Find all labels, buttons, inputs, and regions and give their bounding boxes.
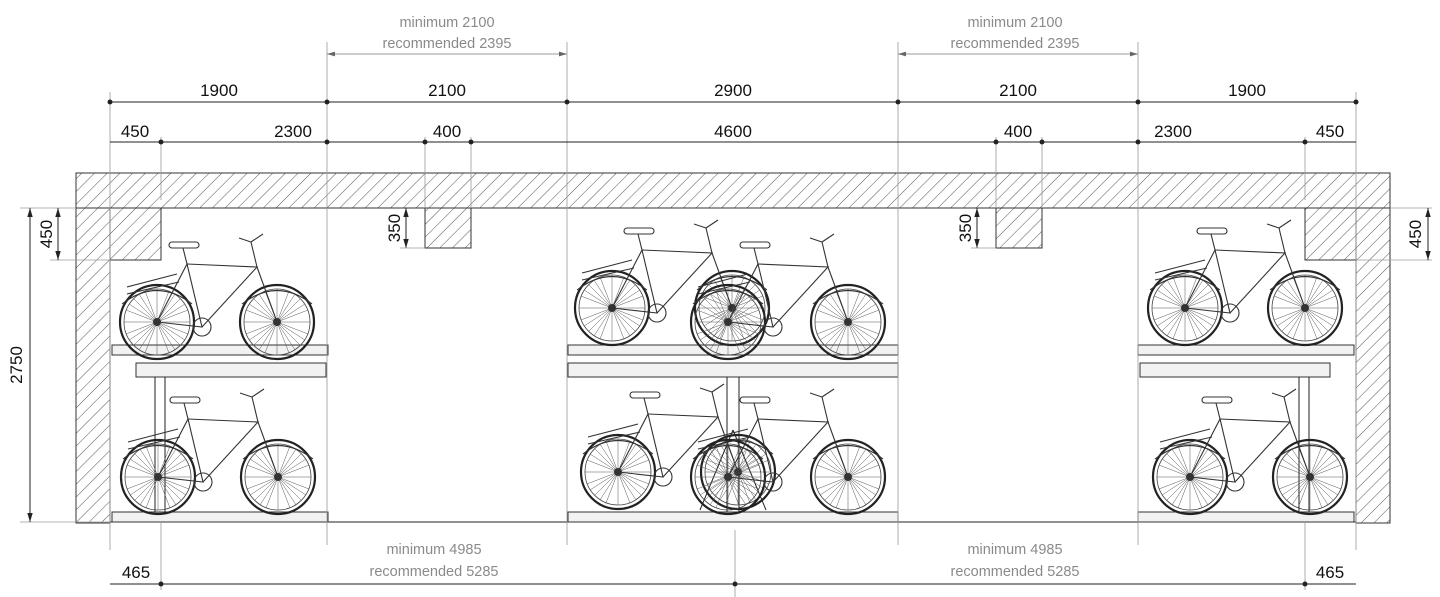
dim-left-400: 400: [433, 122, 461, 141]
top-left-rec-note: recommended 2395: [383, 36, 512, 52]
dim-vert-right-450: 450: [1406, 220, 1425, 248]
dim-row1-2: 2100: [428, 81, 466, 100]
dim-row1-4: 2100: [999, 81, 1037, 100]
bike-rack-center: [567, 220, 899, 523]
extension-lines: [20, 42, 1432, 597]
bottom-dimensions: 465 465 minimum 4985 recommended 5285 mi…: [110, 542, 1356, 587]
bottom-left-rec-note: recommended 5285: [370, 564, 499, 580]
right-wall: [1355, 207, 1391, 524]
dim-row1-3: 2900: [714, 81, 752, 100]
dim-beam-left-350: 350: [385, 214, 404, 242]
dim-vert-2750: 2750: [7, 346, 26, 384]
bottom-left-min-note: minimum 4985: [386, 542, 481, 558]
dim-row1-1: 1900: [200, 81, 238, 100]
dimension-row-2: 450 2300 400 4600 400 2300 450: [110, 122, 1356, 145]
dim-vert-left-450: 450: [37, 220, 56, 248]
dim-row1-5: 1900: [1228, 81, 1266, 100]
left-wall: [75, 207, 111, 524]
dim-bottom-left-465: 465: [122, 563, 150, 582]
bottom-right-rec-note: recommended 5285: [951, 564, 1080, 580]
bike-rack-right: [1137, 220, 1355, 523]
dim-right-400: 400: [1004, 122, 1032, 141]
vertical-dimensions: 450 2750 350 350 450: [7, 208, 1431, 522]
dim-left-2300: 2300: [274, 122, 312, 141]
right-downstand: [1304, 207, 1357, 261]
beam-right: [995, 207, 1043, 249]
dimension-row-1: 1900 2100 2900 2100 1900: [107, 81, 1359, 105]
dim-left-450: 450: [121, 122, 149, 141]
top-notes: minimum 2100 recommended 2395 minimum 21…: [327, 15, 1138, 57]
bottom-right-min-note: minimum 4985: [967, 542, 1062, 558]
dim-right-2300: 2300: [1154, 122, 1192, 141]
top-right-rec-note: recommended 2395: [951, 36, 1080, 52]
left-downstand: [109, 207, 162, 261]
ceiling-slab: [75, 172, 1391, 209]
top-right-min-note: minimum 2100: [967, 15, 1062, 31]
dim-beam-right-350: 350: [956, 214, 975, 242]
dim-bottom-right-465: 465: [1316, 563, 1344, 582]
dim-center-4600: 4600: [714, 122, 752, 141]
concrete-structure: [75, 172, 1391, 524]
beam-left: [424, 207, 472, 249]
dim-right-450: 450: [1316, 122, 1344, 141]
top-left-min-note: minimum 2100: [399, 15, 494, 31]
bike-rack-left: [111, 234, 329, 523]
